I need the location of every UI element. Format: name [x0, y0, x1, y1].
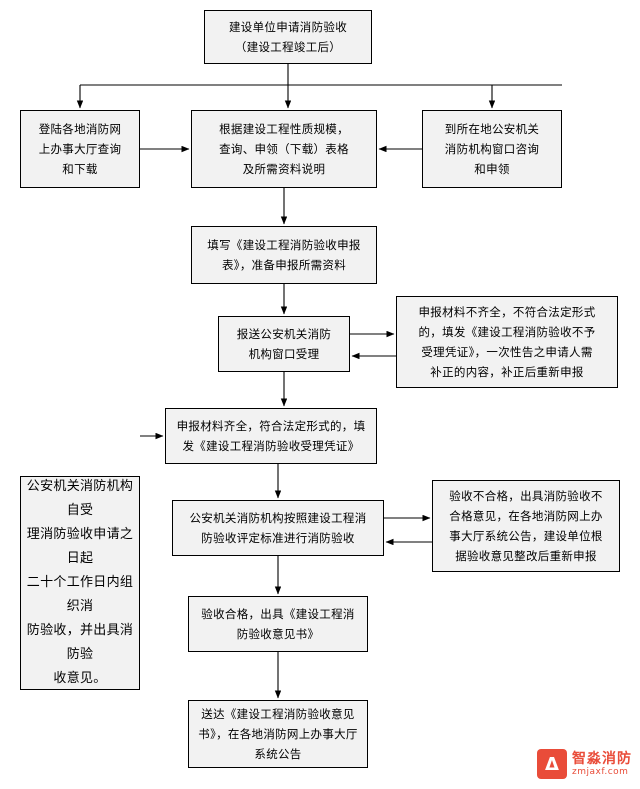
- watermark-text: 智淼消防 zmjaxf.com: [572, 751, 632, 778]
- node-query-forms: 根据建设工程性质规模， 查询、申领（下载）表格 及所需资料说明: [191, 110, 377, 188]
- node-online-hall-download: 登陆各地消防网 上办事大厅查询 和下载: [20, 110, 140, 188]
- watermark-logo-icon: Δ: [537, 749, 567, 779]
- watermark-url: zmjaxf.com: [572, 766, 629, 777]
- node-window-consult: 到所在地公安机关 消防机构窗口咨询 和申领: [422, 110, 562, 188]
- watermark-brand: 智淼消防: [572, 750, 632, 767]
- node-apply-acceptance: 建设单位申请消防验收 （建设工程竣工后）: [204, 10, 372, 64]
- node-conduct-acceptance: 公安机关消防机构按照建设工程消 防验收评定标准进行消防验收: [172, 500, 384, 556]
- node-failed-acceptance: 验收不合格，出具消防验收不 合格意见，在各地消防网上办 事大厅系统公告，建设单位…: [432, 480, 620, 572]
- node-complete-materials: 申报材料齐全，符合法定形式的，填 发《建设工程消防验收受理凭证》: [165, 408, 377, 464]
- node-twenty-day-note: 公安机关消防机构自受 理消防验收申请之日起 二十个工作日内组织消 防验收，并出具…: [20, 476, 140, 690]
- node-incomplete-materials: 申报材料不齐全，不符合法定形式 的，填发《建设工程消防验收不予 受理凭证》，一次…: [396, 296, 618, 388]
- node-submit-window: 报送公安机关消防 机构窗口受理: [218, 316, 350, 372]
- node-passed-acceptance: 验收合格，出具《建设工程消 防验收意见书》: [188, 596, 368, 652]
- node-fill-application: 填写《建设工程消防验收申报 表》，准备申报所需资料: [191, 226, 377, 284]
- watermark: Δ 智淼消防 zmjaxf.com: [537, 749, 632, 779]
- node-deliver-opinion: 送达《建设工程消防验收意见 书》，在各地消防网上办事大厅 系统公告: [188, 700, 368, 768]
